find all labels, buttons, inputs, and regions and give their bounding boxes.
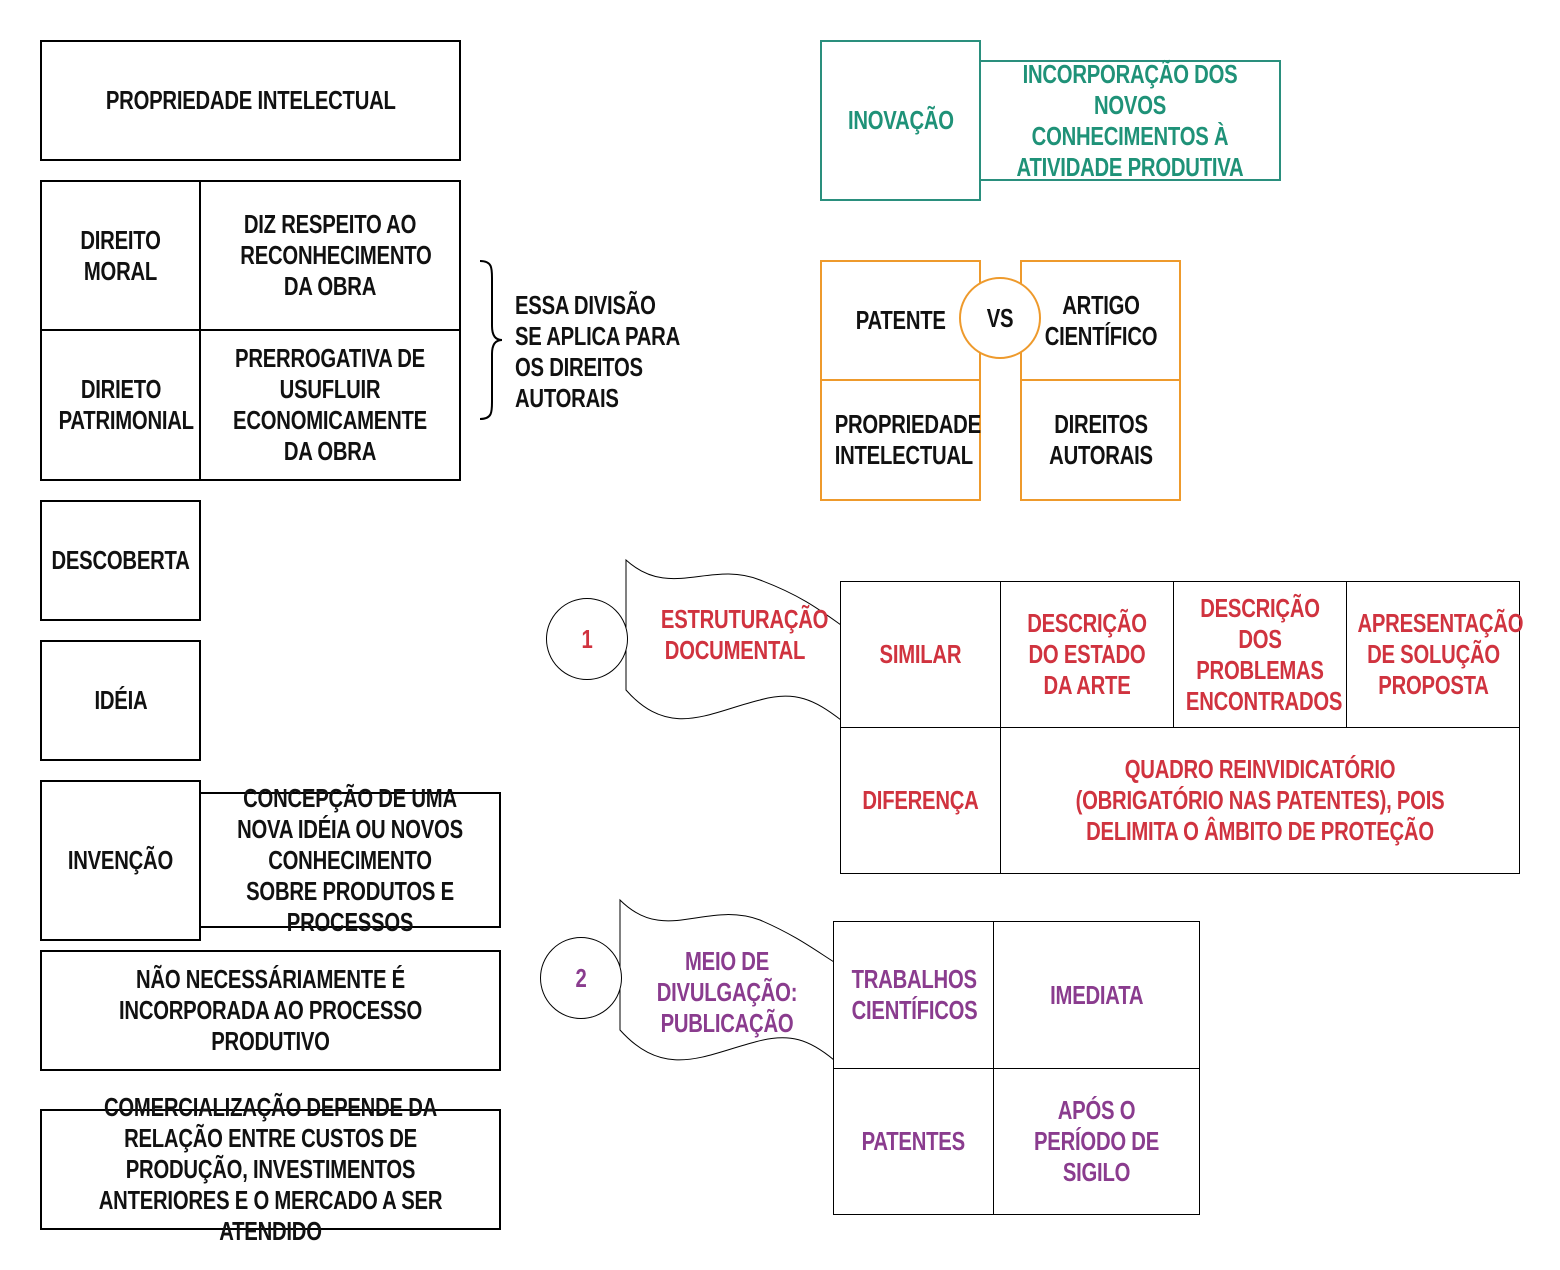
ideia-label: IDÉIA <box>94 685 147 715</box>
imediata-cell: IMEDIATA <box>993 921 1200 1069</box>
invencao-desc: CONCEPÇÃO DE UMA NOVA IDÉIA OU NOVOS CON… <box>237 782 463 937</box>
descoberta-label: DESCOBERTA <box>51 545 190 575</box>
artigo-label: ARTIGO CIENTÍFICO <box>1044 289 1157 351</box>
quadro-cell: QUADRO REINVIDICATÓRIO (OBRIGATÓRIO NAS … <box>1000 727 1520 874</box>
direito-moral-desc-box: DIZ RESPEITO AO RECONHECIMENTO DA OBRA <box>199 180 461 331</box>
invencao-desc-box: CONCEPÇÃO DE UMA NOVA IDÉIA OU NOVOS CON… <box>199 783 501 937</box>
artigo-box: ARTIGO CIENTÍFICO <box>1020 260 1181 381</box>
patente-label: PATENTE <box>855 305 946 335</box>
direitos-label: DIREITOS AUTORAIS <box>1048 409 1153 470</box>
patentes-cell: PATENTES <box>833 1068 994 1215</box>
section2-number: 2 <box>575 962 587 993</box>
trabalhos-label: TRABALHOS CIENTÍFICOS <box>851 964 977 1025</box>
diferenca-cell: DIFERENÇA <box>840 727 1001 874</box>
inovacao-box: INOVAÇÃO <box>820 40 981 201</box>
solucao-label: APRESENTAÇÃO DE SOLUÇÃO PROPOSTA <box>1356 608 1523 700</box>
inovacao-desc-box: INCORPORAÇÃO DOS NOVOS CONHECIMENTOS À A… <box>979 58 1281 182</box>
patente-box: PATENTE <box>820 260 981 381</box>
ideia-box: IDÉIA <box>40 640 201 761</box>
comercializacao-label: COMERCIALIZAÇÃO DEPENDE DA RELAÇÃO ENTRE… <box>98 1092 443 1246</box>
quadro-label: QUADRO REINVIDICATÓRIO (OBRIGATÓRIO NAS … <box>1075 754 1445 846</box>
section2-banner: MEIO DE DIVULGAÇÃO: PUBLICAÇÃO <box>656 946 798 1038</box>
similar-label: SIMILAR <box>879 639 962 669</box>
direito-moral-desc: DIZ RESPEITO AO RECONHECIMENTO DA OBRA <box>240 209 432 301</box>
section1-banner: ESTRUTURAÇÃO DOCUMENTAL <box>660 604 829 665</box>
direito-moral-label: DIREITO MORAL <box>80 224 161 286</box>
section1-number: 1 <box>581 623 593 654</box>
apos-sigilo-cell: APÓS O PERÍODO DE SIGILO <box>993 1068 1200 1215</box>
similar-cell: SIMILAR <box>840 581 1001 728</box>
nao-necessariamente-box: NÃO NECESSÁRIAMENTE É INCORPORADA AO PRO… <box>40 950 501 1071</box>
nao-necessariamente-label: NÃO NECESSÁRIAMENTE É INCORPORADA AO PRO… <box>119 964 422 1056</box>
problemas-label: DESCRIÇÃO DOS PROBLEMAS ENCONTRADOS <box>1185 592 1343 716</box>
trabalhos-cell: TRABALHOS CIENTÍFICOS <box>833 921 994 1069</box>
inovacao-label: INOVAÇÃO <box>847 105 954 135</box>
imediata-label: IMEDIATA <box>1049 979 1144 1010</box>
vs-circle: VS <box>959 277 1041 359</box>
solucao-cell: APRESENTAÇÃO DE SOLUÇÃO PROPOSTA <box>1346 581 1523 728</box>
problemas-cell: DESCRIÇÃO DOS PROBLEMAS ENCONTRADOS <box>1173 581 1347 728</box>
vs-label: VS <box>986 302 1014 333</box>
inovacao-desc: INCORPORAÇÃO DOS NOVOS CONHECIMENTOS À A… <box>1016 58 1244 182</box>
propriedade-box: PROPRIEDADE INTELECTUAL <box>820 379 981 501</box>
patentes-label: PATENTES <box>861 1126 966 1156</box>
estado-arte-cell: DESCRIÇÃO DO ESTADO DA ARTE <box>1000 581 1174 728</box>
direito-patrimonial-desc-box: PRERROGATIVA DE USUFLUIR ECONOMICAMENTE … <box>199 329 461 481</box>
descoberta-box: DESCOBERTA <box>40 500 201 621</box>
direito-patrimonial-box: DIRIETO PATRIMONIAL <box>40 329 201 481</box>
brace-note: ESSA DIVISÃO SE APLICA PARA OS DIREITOS … <box>515 290 680 413</box>
direito-patrimonial-desc: PRERROGATIVA DE USUFLUIR ECONOMICAMENTE … <box>233 343 427 466</box>
comercializacao-box: COMERCIALIZAÇÃO DEPENDE DA RELAÇÃO ENTRE… <box>40 1092 501 1246</box>
propriedade-intelectual-label: PROPRIEDADE INTELECTUAL <box>105 85 396 115</box>
direito-patrimonial-label: DIRIETO PATRIMONIAL <box>58 374 194 435</box>
estado-arte-label: DESCRIÇÃO DO ESTADO DA ARTE <box>1027 608 1147 700</box>
propriedade-intelectual-box: PROPRIEDADE INTELECTUAL <box>40 40 461 161</box>
propriedade-label: PROPRIEDADE INTELECTUAL <box>834 409 981 470</box>
diferenca-label: DIFERENÇA <box>862 785 979 815</box>
section1-number-circle: 1 <box>546 598 628 680</box>
invencao-label: INVENÇÃO <box>67 845 174 875</box>
invencao-box: INVENÇÃO <box>40 780 201 941</box>
apos-sigilo-label: APÓS O PERÍODO DE SIGILO <box>1034 1095 1159 1187</box>
direitos-box: DIREITOS AUTORAIS <box>1020 379 1181 501</box>
section2-number-circle: 2 <box>540 937 622 1019</box>
